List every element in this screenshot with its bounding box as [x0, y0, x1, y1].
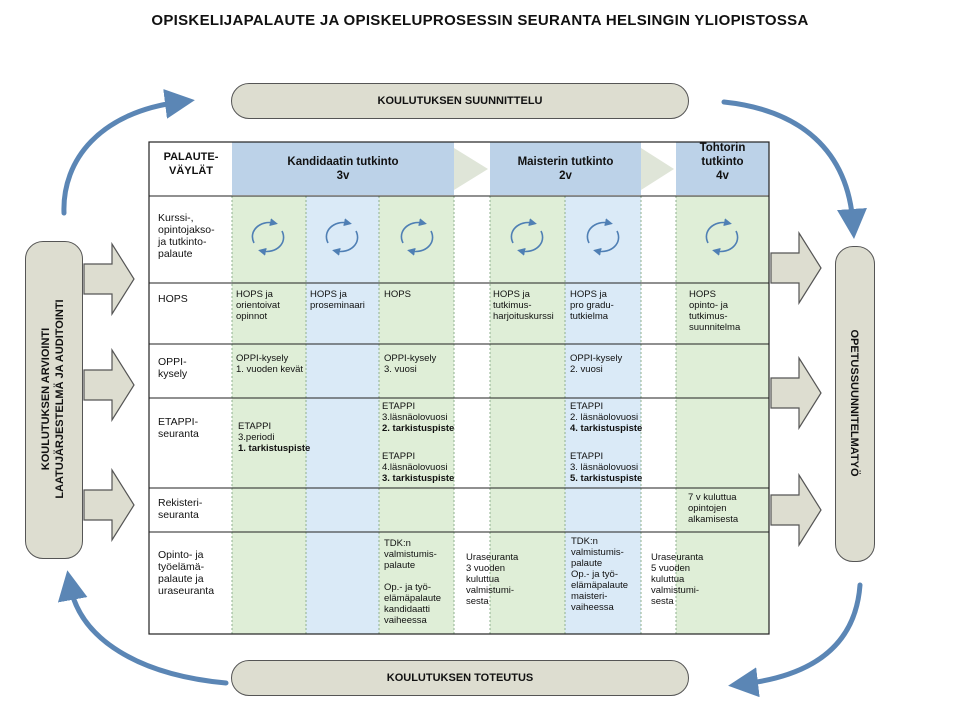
oppi-cell: OPPI-kysely 3. vuosi [384, 353, 437, 375]
cycle-icons [251, 218, 739, 256]
row-label-hops: HOPS [158, 293, 188, 305]
left-bar-text: KOULUTUKSEN ARVIOINTI LAATUJÄRJESTELMÄ J… [40, 299, 66, 499]
etappi-cell: ETAPPI 2. läsnäolovuosi 4. tarkistuspist… [570, 401, 643, 434]
top-bar: KOULUTUKSEN SUUNNITTELU [231, 83, 689, 119]
hops-cell: HOPS ja proseminaari [310, 289, 365, 311]
hops-cell: HOPS [384, 289, 411, 300]
tyoelama-cell: Uraseuranta 3 vuoden kuluttua valmistumi… [466, 552, 519, 607]
oppi-cell: OPPI-kysely 2. vuosi [570, 353, 623, 375]
row-label-rekisteri: Rekisteri- seuranta [158, 497, 203, 521]
left-bar [25, 241, 83, 559]
tyoelama-cell: TDK:n valmistumis- palaute Op.- ja työ- … [571, 536, 629, 613]
row-label-etappi: ETAPPI- seuranta [158, 416, 199, 440]
corner-header: PALAUTE- VÄYLÄT [163, 151, 219, 177]
row-label-tyoelama: Opinto- ja työelämä- palaute ja uraseura… [158, 549, 215, 597]
row-label-oppi: OPPI- kysely [158, 356, 188, 380]
degree-maisteri: Maisterin tutkinto 2v [517, 156, 614, 182]
tyoelama-cell: TDK:n valmistumis- palaute Op.- ja työ- … [384, 538, 442, 626]
etappi-cell: ETAPPI 4.läsnäolovuosi 3. tarkistuspiste [382, 451, 455, 484]
rekisteri-cell: 7 v kuluttua opintojen alkamisesta [688, 492, 739, 525]
hops-cell: HOPS ja pro gradu- tutkielma [570, 289, 614, 322]
hops-cell: HOPS ja tutkimus- harjoituskurssi [493, 289, 554, 322]
column-backgrounds [232, 196, 769, 634]
bottom-bar: KOULUTUKSEN TOTEUTUS [231, 660, 689, 696]
page-title: OPISKELIJAPALAUTE JA OPISKELUPROSESSIN S… [151, 12, 809, 29]
hops-cell: HOPS opinto- ja tutkimus- suunnitelma [689, 289, 741, 333]
right-bar [835, 246, 875, 562]
etappi-cell: ETAPPI 3. läsnäolovuosi 5. tarkistuspist… [570, 451, 643, 484]
row-label-kurssi: Kurssi-, opintojakso- ja tutkinto- palau… [158, 212, 215, 260]
hops-cell: HOPS ja orientoivat opinnot [236, 289, 280, 322]
degree-kandidaatti: Kandidaatin tutkinto 3v [287, 156, 399, 182]
etappi-cell: ETAPPI 3.periodi 1. tarkistuspiste [238, 421, 311, 454]
tyoelama-cell: Uraseuranta 5 vuoden kuluttua valmistumi… [651, 552, 704, 607]
degree-tohtori: Tohtorin tutkinto 4v [699, 142, 746, 182]
oppi-cell: OPPI-kysely 1. vuoden kevät [236, 353, 304, 375]
right-bar-text: OPETUSSUUNNITELMATYÖ [848, 329, 860, 477]
etappi-cell: ETAPPI 3.läsnäolovuosi 2. tarkistuspiste [382, 401, 455, 434]
